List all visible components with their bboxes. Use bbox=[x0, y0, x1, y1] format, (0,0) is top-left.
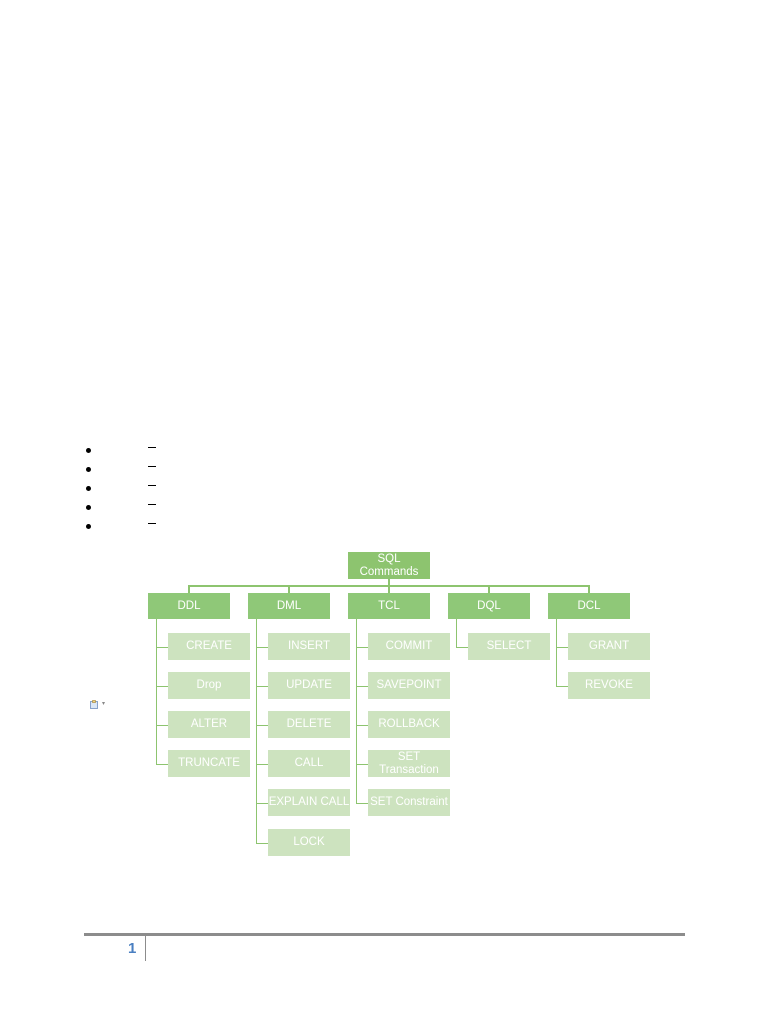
bullet-marker bbox=[86, 505, 91, 510]
category-ddl: DDL bbox=[148, 593, 230, 619]
connector-line bbox=[488, 585, 490, 593]
connector-line bbox=[456, 619, 457, 648]
category-dml: DML bbox=[248, 593, 330, 619]
connector-line bbox=[156, 724, 168, 726]
command-select: SELECT bbox=[468, 633, 550, 660]
bullet-dash bbox=[148, 447, 156, 448]
category-dcl: DCL bbox=[548, 593, 630, 619]
connector-line bbox=[256, 646, 268, 648]
command-explain-call: EXPLAIN CALL bbox=[268, 789, 350, 816]
command-call: CALL bbox=[268, 750, 350, 777]
command-insert: INSERT bbox=[268, 633, 350, 660]
page-number: 1 bbox=[128, 940, 137, 957]
connector-line bbox=[356, 802, 368, 804]
connector-line bbox=[156, 619, 157, 765]
connector-line bbox=[256, 763, 268, 765]
connector-line bbox=[356, 619, 357, 804]
footer-separator bbox=[145, 936, 146, 961]
connector-line bbox=[456, 646, 468, 648]
connector-line bbox=[256, 724, 268, 726]
connector-line bbox=[256, 685, 268, 687]
bullet-dash bbox=[148, 504, 156, 505]
connector-line bbox=[188, 585, 190, 593]
connector-line bbox=[156, 763, 168, 765]
bullet-dash bbox=[148, 466, 156, 467]
connector-line bbox=[156, 685, 168, 687]
command-set-constraint: SET Constraint bbox=[368, 789, 450, 816]
command-lock: LOCK bbox=[268, 829, 350, 856]
bullet-dash bbox=[148, 485, 156, 486]
connector-line bbox=[556, 619, 557, 687]
connector-line bbox=[356, 685, 368, 687]
connector-line bbox=[388, 585, 390, 593]
connector-line bbox=[388, 579, 390, 586]
paste-options-arrow[interactable]: ▾ bbox=[102, 700, 106, 707]
connector-line bbox=[356, 724, 368, 726]
command-set-transaction: SET Transaction bbox=[368, 750, 450, 777]
command-savepoint: SAVEPOINT bbox=[368, 672, 450, 699]
category-tcl: TCL bbox=[348, 593, 430, 619]
connector-line bbox=[256, 802, 268, 804]
connector-line bbox=[588, 585, 590, 593]
command-alter: ALTER bbox=[168, 711, 250, 738]
command-update: UPDATE bbox=[268, 672, 350, 699]
connector-line bbox=[356, 763, 368, 765]
connector-line bbox=[156, 646, 168, 648]
bullet-dash bbox=[148, 523, 156, 524]
footer-rule bbox=[84, 933, 685, 936]
command-commit: COMMIT bbox=[368, 633, 450, 660]
bullet-marker bbox=[86, 524, 91, 529]
connector-line bbox=[288, 585, 290, 593]
bullet-marker bbox=[86, 448, 91, 453]
connector-line bbox=[256, 842, 268, 844]
connector-line bbox=[556, 685, 568, 687]
connector-line bbox=[256, 619, 257, 844]
clipboard-icon[interactable] bbox=[90, 700, 98, 709]
diagram-root: SQL Commands bbox=[348, 552, 430, 579]
category-dql: DQL bbox=[448, 593, 530, 619]
command-create: CREATE bbox=[168, 633, 250, 660]
bullet-marker bbox=[86, 486, 91, 491]
command-delete: DELETE bbox=[268, 711, 350, 738]
command-grant: GRANT bbox=[568, 633, 650, 660]
bullet-marker bbox=[86, 467, 91, 472]
command-rollback: ROLLBACK bbox=[368, 711, 450, 738]
command-truncate: TRUNCATE bbox=[168, 750, 250, 777]
command-drop: Drop bbox=[168, 672, 250, 699]
connector-line bbox=[556, 646, 568, 648]
connector-line bbox=[356, 646, 368, 648]
command-revoke: REVOKE bbox=[568, 672, 650, 699]
